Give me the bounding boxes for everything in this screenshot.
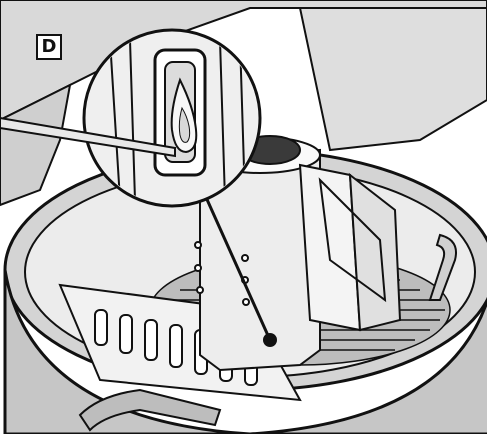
- left-wall: [0, 83, 72, 207]
- match-stick-icon: [0, 116, 176, 158]
- pilot-hole-marker: [263, 333, 277, 347]
- chimney-handle: [298, 163, 402, 332]
- flame-icon: [170, 77, 198, 154]
- step-label: D: [36, 34, 62, 60]
- grill-grip-right: [428, 233, 457, 301]
- bowl-handle: [78, 388, 222, 432]
- right-lid: [298, 7, 487, 152]
- callout-leader: [203, 194, 272, 341]
- kettle-bowl-body: [3, 269, 487, 434]
